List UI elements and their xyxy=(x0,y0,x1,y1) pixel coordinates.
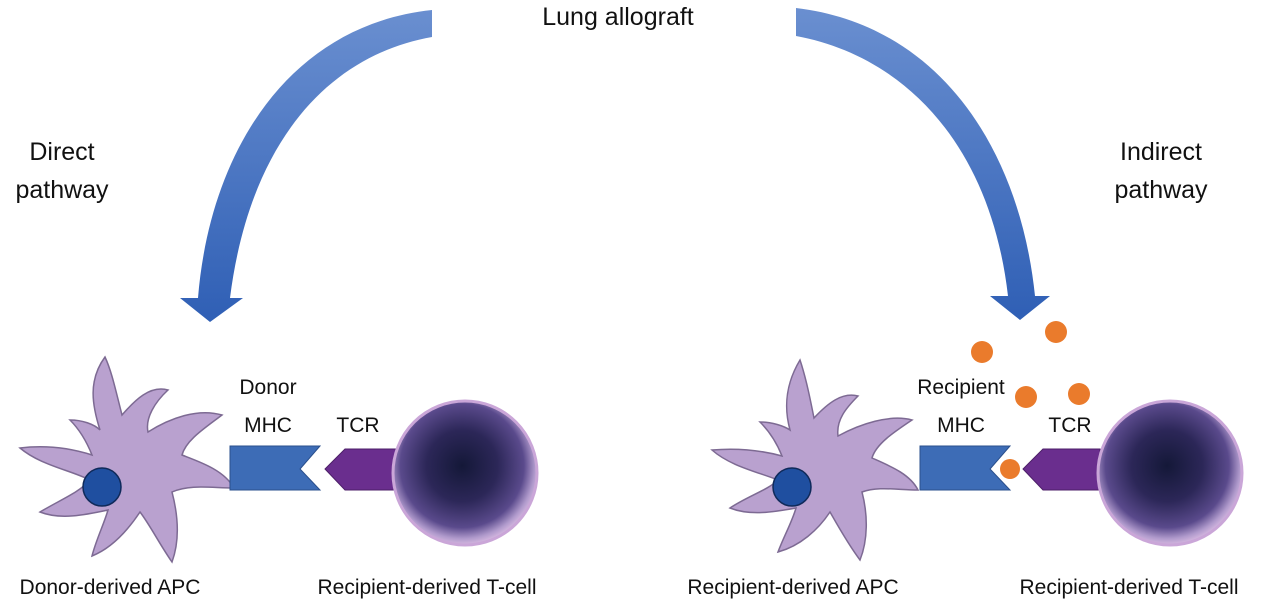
indirect-pathway-arrow xyxy=(796,8,1050,320)
peptide-dot xyxy=(971,341,993,363)
donor-mhc-label-line2: MHC xyxy=(244,414,292,437)
recipient-apc-label: Recipient-derived APC xyxy=(687,576,898,599)
direct-pathway-label-line2: pathway xyxy=(15,176,109,204)
recipient-apc-nucleus xyxy=(772,467,812,507)
donor-mhc-molecule xyxy=(229,445,322,491)
recipient-mhc-label-line2: MHC xyxy=(937,414,985,437)
right-tcell-label: Recipient-derived T-cell xyxy=(1019,576,1238,599)
recipient-mhc-molecule xyxy=(919,445,1012,491)
left-tcell-label: Recipient-derived T-cell xyxy=(317,576,536,599)
peptide-dot xyxy=(1045,321,1067,343)
right-recipient-tcell xyxy=(1096,399,1244,547)
donor-mhc-label-line1: Donor xyxy=(239,376,296,399)
right-tcr-label: TCR xyxy=(1048,414,1091,437)
direct-pathway-arrow xyxy=(180,10,432,322)
recipient-mhc-label-line1: Recipient xyxy=(917,376,1005,399)
donor-apc-label: Donor-derived APC xyxy=(20,576,201,599)
direct-pathway-label-line1: Direct xyxy=(29,138,94,166)
bound-peptide-dot xyxy=(1000,459,1020,479)
peptide-dot xyxy=(1015,386,1037,408)
right-tcr-molecule xyxy=(1022,448,1101,491)
left-tcr-label: TCR xyxy=(336,414,379,437)
donor-apc-cell xyxy=(18,355,236,564)
diagram-title: Lung allograft xyxy=(542,3,694,31)
left-recipient-tcell xyxy=(391,399,539,547)
peptide-dot xyxy=(1068,383,1090,405)
left-tcr-molecule xyxy=(324,448,403,491)
indirect-pathway-label-line1: Indirect xyxy=(1120,138,1202,166)
recipient-apc-cell xyxy=(710,358,920,562)
donor-apc-nucleus xyxy=(82,467,122,507)
indirect-pathway-label-line2: pathway xyxy=(1114,176,1208,204)
